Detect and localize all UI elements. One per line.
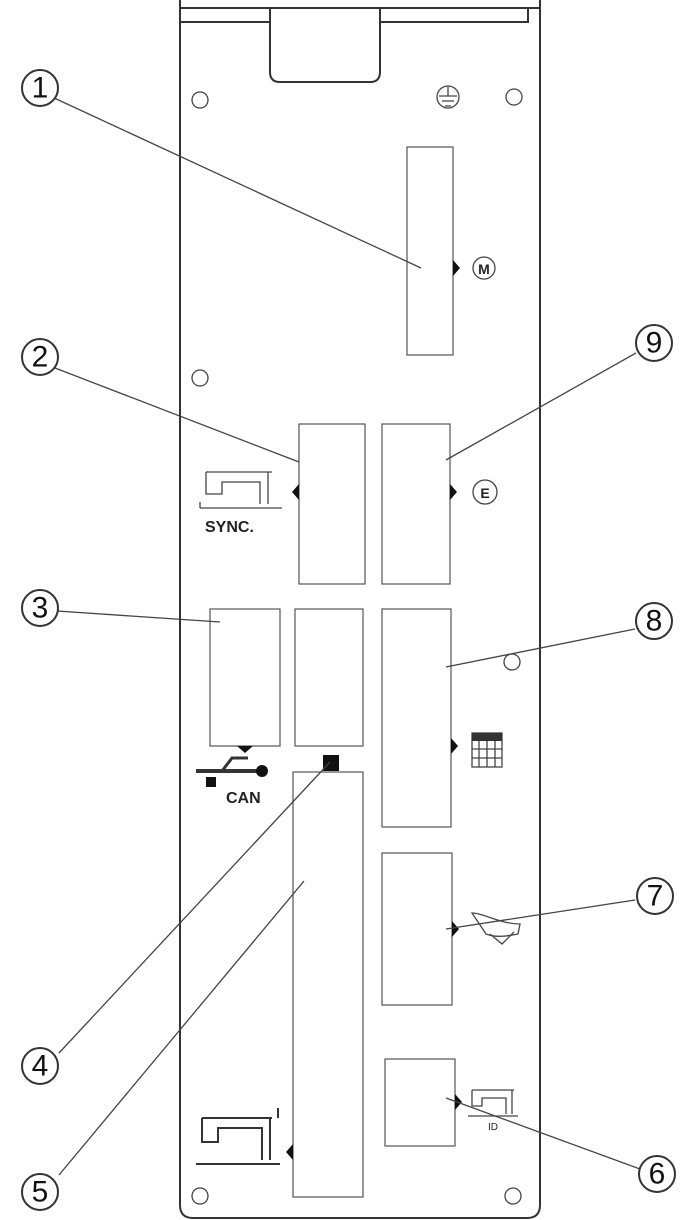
- sync-connector-key: [292, 484, 299, 500]
- usb-connector-key: [237, 746, 253, 753]
- callout-1: 1: [21, 69, 59, 107]
- mounting-hole: [505, 88, 523, 106]
- callout-4-number: 4: [32, 1050, 49, 1083]
- encoder-connector: [381, 423, 451, 585]
- can-label: CAN: [226, 790, 261, 807]
- mounting-hole: [191, 91, 209, 109]
- sewing-machine-icon: [196, 1108, 280, 1165]
- motor-connector: [406, 146, 454, 356]
- callout-8-number: 8: [646, 605, 663, 638]
- callout-2: 2: [21, 338, 59, 376]
- machine-connector-key: [286, 1144, 293, 1160]
- id-plug-icon: ID: [468, 1089, 518, 1133]
- ground-icon: [436, 85, 460, 109]
- pedal-connector-key: [452, 921, 459, 937]
- mounting-hole: [504, 1187, 522, 1205]
- control-panel-connector: [381, 608, 452, 828]
- sewing-machine-sync-icon: SYNC.: [199, 471, 282, 536]
- callout-3: 3: [21, 589, 59, 627]
- can-connector: [294, 608, 364, 747]
- usb-icon: [196, 756, 268, 787]
- sync-connector: [298, 423, 366, 585]
- control-panel-icon: [471, 732, 503, 768]
- encoder-icon: E: [472, 479, 498, 505]
- id-connector: [384, 1058, 456, 1147]
- usb-connector: [209, 608, 281, 747]
- callout-9: 9: [635, 324, 673, 362]
- id-label: ID: [488, 1122, 498, 1133]
- callout-9-number: 9: [646, 327, 663, 360]
- callout-6-number: 6: [649, 1158, 666, 1191]
- panel-outline: [179, 0, 541, 1219]
- encoder-connector-key: [450, 484, 457, 500]
- status-led: [323, 755, 339, 771]
- callout-7: 7: [636, 877, 674, 915]
- callout-8: 8: [635, 602, 673, 640]
- callout-5: 5: [21, 1173, 59, 1211]
- callout-5-number: 5: [32, 1176, 49, 1209]
- pedal-connector: [381, 852, 453, 1006]
- callout-3-number: 3: [32, 592, 49, 625]
- pedal-icon: [470, 912, 521, 945]
- motor-icon: M: [472, 256, 496, 280]
- control-panel-connector-key: [451, 738, 458, 754]
- callout-4: 4: [21, 1047, 59, 1085]
- machine-connector: [292, 771, 364, 1198]
- mounting-hole: [191, 1187, 209, 1205]
- callout-1-number: 1: [32, 72, 49, 105]
- motor-connector-key: [453, 260, 460, 276]
- mounting-hole: [503, 653, 521, 671]
- callout-7-number: 7: [647, 880, 664, 913]
- mounting-hole: [191, 369, 209, 387]
- encoder-label: E: [480, 485, 489, 501]
- callout-2-number: 2: [32, 341, 49, 374]
- sync-label: SYNC.: [205, 519, 254, 536]
- callout-6: 6: [638, 1155, 676, 1193]
- leader-lines: [51, 96, 641, 1176]
- motor-label: M: [478, 261, 490, 277]
